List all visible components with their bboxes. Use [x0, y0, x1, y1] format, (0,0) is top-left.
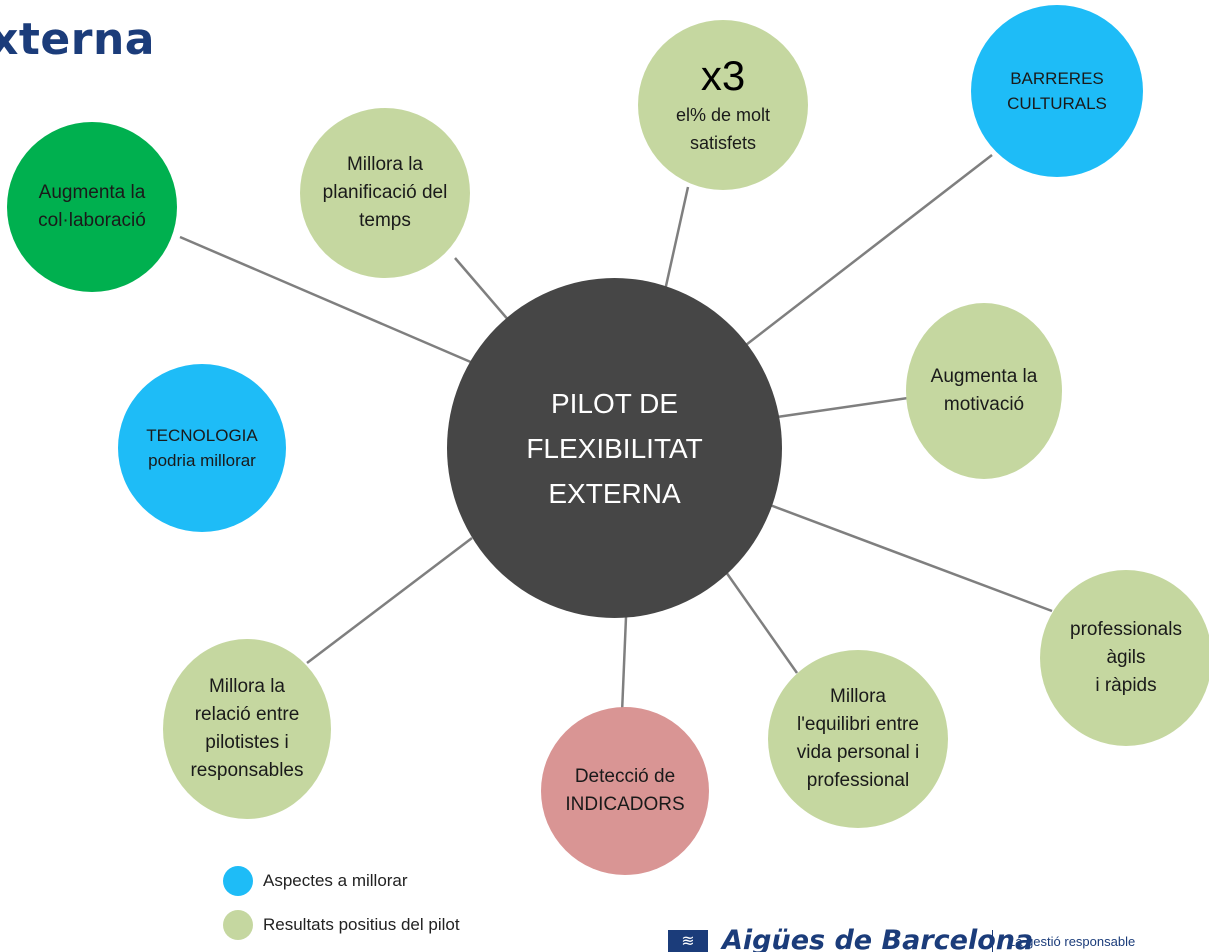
node-motivation: Augmenta la motivació: [906, 303, 1062, 479]
link-indicators: [620, 616, 628, 714]
link-agile: [769, 503, 1053, 613]
node-cultural-barriers-label: BARRERES CULTURALS: [1007, 69, 1107, 113]
node-satisfied-multiplier: x3: [700, 52, 746, 99]
page-title: xterna: [0, 14, 155, 65]
link-satisfied: [662, 186, 690, 296]
node-relationship: Millora la relació entre pilotistes i re…: [163, 639, 331, 819]
link-cultural: [741, 154, 993, 349]
node-motivation-label: Augmenta la motivació: [930, 366, 1038, 415]
logo-brand: Aigües de Barcelona: [722, 925, 1034, 952]
legend-swatch-improve: [223, 866, 253, 896]
legend-item-improve: Aspectes a millorar: [223, 866, 408, 896]
center-node-label: PILOT DE FLEXIBILITAT EXTERNA: [526, 387, 703, 509]
link-balance: [724, 571, 799, 674]
link-planning: [454, 257, 511, 323]
link-relation: [306, 537, 473, 664]
logo-tagline: La gestió responsable: [1008, 934, 1136, 949]
node-indicators: Detecció de INDICADORS: [541, 707, 709, 875]
link-collab: [179, 235, 474, 365]
link-motivation: [776, 396, 909, 419]
center-node: PILOT DE FLEXIBILITAT EXTERNA: [447, 278, 782, 618]
node-technology-label: TECNOLOGIA podria millorar: [146, 426, 258, 470]
node-time-planning: Millora la planificació del temps: [300, 108, 470, 278]
node-work-life-balance-label: Millora l'equilibri entre vida personal …: [796, 686, 920, 791]
node-cultural-barriers: BARRERES CULTURALS: [971, 5, 1143, 177]
node-technology: TECNOLOGIA podria millorar: [118, 364, 286, 532]
legend-swatch-positive: [223, 910, 253, 940]
node-relationship-label: Millora la relació entre pilotistes i re…: [190, 676, 304, 781]
company-logo: ≋ Aigües de Barcelona La gestió responsa…: [668, 924, 1209, 952]
legend-label-positive: Resultats positius del pilot: [263, 915, 460, 934]
logo-divider: [992, 930, 993, 952]
node-time-planning-label: Millora la planificació del temps: [322, 154, 448, 231]
legend-item-positive: Resultats positius del pilot: [223, 910, 460, 940]
node-satisfied: x3 el% de molt satisfets: [638, 20, 808, 190]
node-collaboration: Augmenta la col·laboració: [7, 122, 177, 292]
node-agile-professionals: professionals àgils i ràpids: [1040, 570, 1209, 746]
logo-mark-icon: ≋: [668, 930, 708, 952]
legend-label-improve: Aspectes a millorar: [263, 871, 408, 890]
node-satisfied-label: el% de molt satisfets: [675, 105, 771, 153]
node-collaboration-label: Augmenta la col·laboració: [38, 182, 146, 231]
node-work-life-balance: Millora l'equilibri entre vida personal …: [768, 650, 948, 828]
node-agile-professionals-label: professionals àgils i ràpids: [1070, 619, 1182, 696]
node-indicators-label: Detecció de INDICADORS: [565, 766, 685, 815]
